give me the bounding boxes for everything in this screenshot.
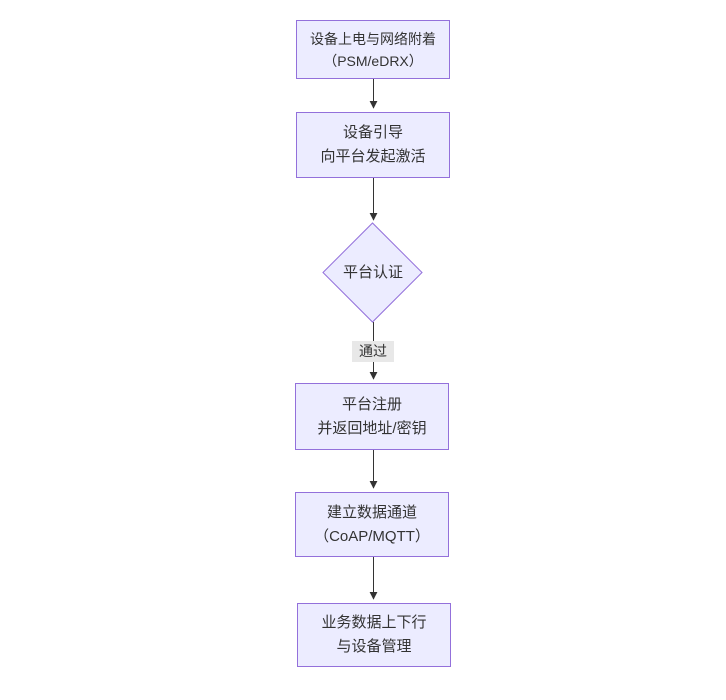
flowchart-node-business-data: 业务数据上下行 与设备管理: [297, 603, 451, 667]
flowchart-node-device-bootstrap: 设备引导 向平台发起激活: [296, 112, 450, 178]
edge-label-pass: 通过: [352, 341, 394, 362]
flowchart-node-data-channel: 建立数据通道 （CoAP/MQTT）: [295, 492, 449, 557]
node-text-line: 平台注册: [341, 395, 402, 413]
node-text-line: （CoAP/MQTT）: [314, 527, 430, 545]
flowchart-node-power-network-attach: 设备上电与网络附着 （PSM/eDRX）: [296, 20, 450, 79]
node-text-line: 并返回地址/密钥: [317, 419, 427, 437]
node-text-line: 业务数据上下行: [321, 614, 427, 631]
node-text-line: 设备上电与网络附着: [310, 30, 436, 47]
node-text-line: （PSM/eDRX）: [323, 52, 423, 69]
node-text-line: 向平台发起激活: [320, 148, 426, 165]
node-text-line: 设备引导: [342, 124, 403, 141]
node-text-line: 建立数据通道: [326, 503, 417, 521]
flowchart-node-platform-register: 平台注册 并返回地址/密钥: [295, 383, 449, 450]
decision-diamond-label: 平台认证: [342, 264, 403, 281]
node-text-line: 与设备管理: [336, 638, 412, 655]
